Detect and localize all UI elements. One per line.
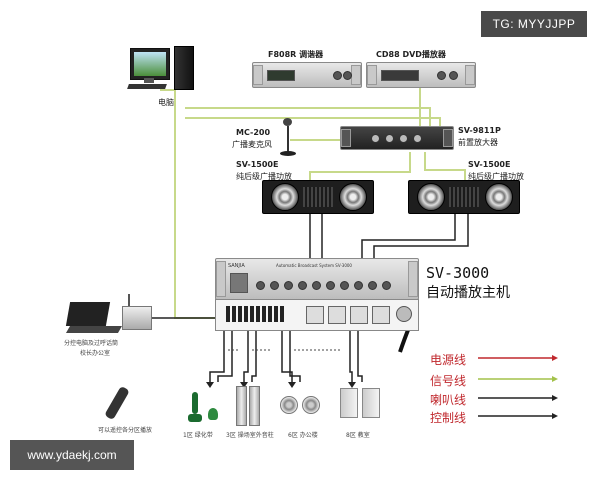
signal-wire-tuner — [185, 107, 431, 126]
zone8-line — [349, 328, 353, 382]
legend-speaker-label: 喇叭线 — [430, 393, 467, 407]
host-model: SV-3000 — [426, 264, 490, 282]
paging-mic-icon — [122, 294, 152, 330]
laptop-label-1: 分控电脑及过呼话筒 — [64, 340, 119, 347]
host-name: 自动播放主机 — [426, 285, 510, 301]
host-rear-panel — [215, 299, 419, 331]
zone-6-speaker-icon — [280, 396, 320, 416]
tuner-model: F808R — [268, 50, 297, 59]
signal-wire-preamp-right — [424, 152, 466, 180]
legend-power-label: 电源线 — [430, 353, 467, 367]
tuner-device — [252, 62, 362, 88]
amp-right-out-2 — [373, 213, 469, 258]
amp-right-name: 纯后级广播功放 — [468, 172, 524, 181]
amp-left-name: 纯后级广播功放 — [236, 172, 292, 181]
host-panel-text: Automatic Broadcast System SV-3000 — [276, 263, 352, 268]
amp-left-device — [262, 180, 374, 214]
zone-6-label: 6区 办公楼 — [288, 432, 318, 439]
preamp-name: 前置放大器 — [458, 138, 498, 147]
source-badge: TG: MYYJJPP — [481, 11, 587, 37]
monitor-icon — [130, 48, 170, 80]
computer-label: 电脑 — [158, 98, 174, 107]
signal-wire-computer — [160, 89, 215, 319]
zone-3-label: 3区 操场室外音柱 — [226, 432, 274, 439]
amp-left-model: SV-1500E — [236, 160, 279, 169]
amp-right-device — [408, 180, 520, 214]
dvd-label: CD88 DVD播放器 — [376, 49, 446, 60]
tuner-label: F808R 调谐器 — [268, 49, 323, 60]
computer-device — [127, 44, 198, 96]
zone3-line-b — [251, 328, 257, 382]
zone-8-label: 8区 教室 — [346, 432, 370, 439]
zone-3-speaker-icon — [234, 386, 262, 426]
amp-right-out-1 — [361, 213, 456, 258]
zone-1-speaker-icon — [188, 390, 222, 426]
signal-wire-preamp-left — [309, 152, 411, 180]
signal-wire-dvd — [185, 117, 441, 126]
zone1-line — [209, 328, 225, 382]
mic-name: 广播麦克风 — [232, 140, 272, 149]
keyboard-icon — [127, 84, 167, 89]
legend-control-label: 控制线 — [430, 411, 467, 425]
amp-right-model: SV-1500E — [468, 160, 511, 169]
zone-8-speaker-icon — [340, 388, 380, 418]
dvd-name: DVD播放器 — [402, 50, 446, 59]
zone6-line-b — [289, 328, 301, 382]
mic-model: MC-200 — [236, 128, 271, 137]
zone1-line-b — [217, 328, 233, 382]
tuner-name: 调谐器 — [299, 50, 324, 59]
site-watermark: www.ydaekj.com — [10, 440, 134, 470]
zone-1-label: 1区 绿化带 — [183, 432, 213, 439]
laptop-icon — [65, 302, 123, 336]
laptop-label-2: 校长办公室 — [80, 350, 111, 357]
legend-signal-label: 信号线 — [430, 374, 467, 388]
remote-label: 可以遥控各分区播放 — [98, 427, 153, 434]
preamp-model: SV-9811P — [458, 126, 501, 135]
host-front-panel: SANJIA Automatic Broadcast System SV-300… — [215, 258, 419, 300]
host-brand: SANJIA — [228, 263, 245, 269]
microphone-icon — [280, 118, 296, 158]
tower-icon — [174, 46, 194, 90]
zone3-line — [243, 328, 249, 382]
dvd-device — [366, 62, 476, 88]
preamp-device — [340, 126, 454, 150]
dvd-model: CD88 — [376, 50, 400, 59]
zone6-line — [281, 328, 293, 382]
zone8-line-b — [357, 328, 363, 382]
